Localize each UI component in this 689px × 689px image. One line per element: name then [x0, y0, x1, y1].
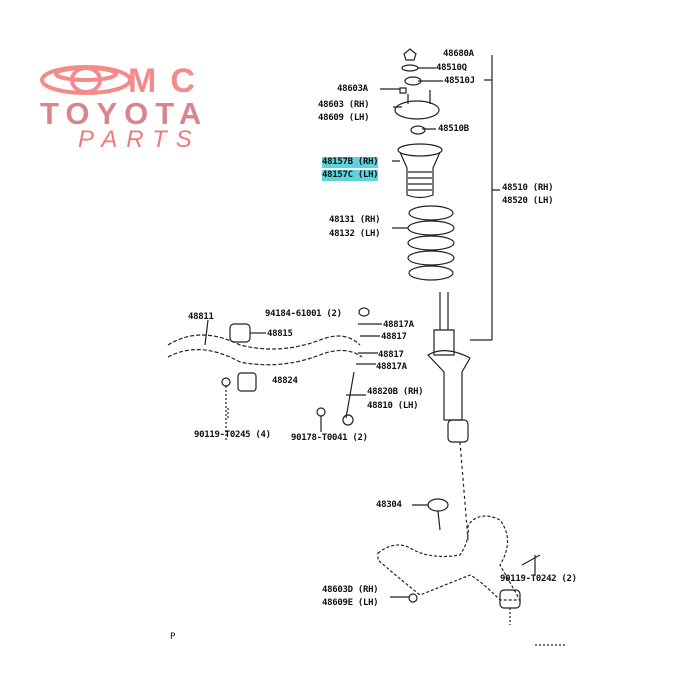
part-label[interactable]: 90119-T0242 (2)	[500, 574, 577, 584]
part-label[interactable]: 48824	[272, 376, 298, 386]
logo-omc: MC	[128, 62, 209, 100]
part-label[interactable]: 48815	[267, 329, 293, 339]
bracket-48824	[237, 372, 257, 392]
part-label[interactable]: 48304	[376, 500, 402, 510]
bushing-48304	[427, 498, 449, 512]
part-label[interactable]: 94184-61001 (2)	[265, 309, 342, 319]
part-label[interactable]: 48510J	[444, 76, 475, 86]
part-label[interactable]: 48820B (RH)	[367, 387, 424, 397]
part-label-highlighted[interactable]: 48157C (LH)	[322, 170, 379, 181]
part-label[interactable]: 48609 (LH)	[318, 113, 370, 123]
bearing-48510J	[404, 76, 422, 86]
part-label[interactable]: 48811	[188, 312, 214, 322]
bumper-boot	[399, 151, 441, 199]
seat-48510B	[410, 125, 426, 135]
part-label[interactable]: 48817	[378, 350, 404, 360]
nut-48680A	[403, 48, 417, 61]
logo-toyota: TOYOTA	[40, 96, 209, 131]
part-label[interactable]: 48609E (LH)	[322, 598, 379, 608]
coil-spring-48131	[407, 205, 455, 281]
bushing-48815	[229, 323, 251, 343]
part-label[interactable]: 48680A	[443, 49, 474, 59]
part-label[interactable]: 90119-T0245 (4)	[194, 430, 271, 440]
shock-absorber	[427, 292, 471, 421]
logo-parts: PARTS	[78, 126, 201, 153]
part-label[interactable]: 48131 (RH)	[329, 215, 381, 225]
part-label[interactable]: 48510B	[438, 124, 469, 134]
page-mark: P	[170, 632, 176, 642]
part-label[interactable]: 48817A	[383, 320, 414, 330]
assembly-bracket-line	[470, 55, 500, 341]
lower-arm	[377, 515, 522, 601]
part-label[interactable]: 48817	[381, 332, 407, 342]
part-label[interactable]: 48510Q	[436, 63, 467, 73]
part-label[interactable]: 48603A	[337, 84, 368, 94]
part-label[interactable]: 48132 (LH)	[329, 229, 381, 239]
support-48603	[394, 100, 440, 120]
part-label[interactable]: 48603D (RH)	[322, 585, 379, 595]
part-label[interactable]: 48817A	[376, 362, 407, 372]
part-label[interactable]: 48810 (LH)	[367, 401, 419, 411]
part-label[interactable]: 90178-T0041 (2)	[291, 433, 368, 443]
nut-48603A	[399, 87, 407, 94]
washer-48510Q	[401, 64, 419, 72]
stabilizer-bar-48811	[167, 334, 361, 350]
part-label-highlighted[interactable]: 48157B (RH)	[322, 157, 379, 168]
part-label[interactable]: 48510 (RH)	[502, 183, 554, 193]
part-label[interactable]: 48520 (LH)	[502, 196, 554, 206]
toyota-emblem-icon	[40, 65, 132, 95]
part-label[interactable]: 48603 (RH)	[318, 100, 370, 110]
